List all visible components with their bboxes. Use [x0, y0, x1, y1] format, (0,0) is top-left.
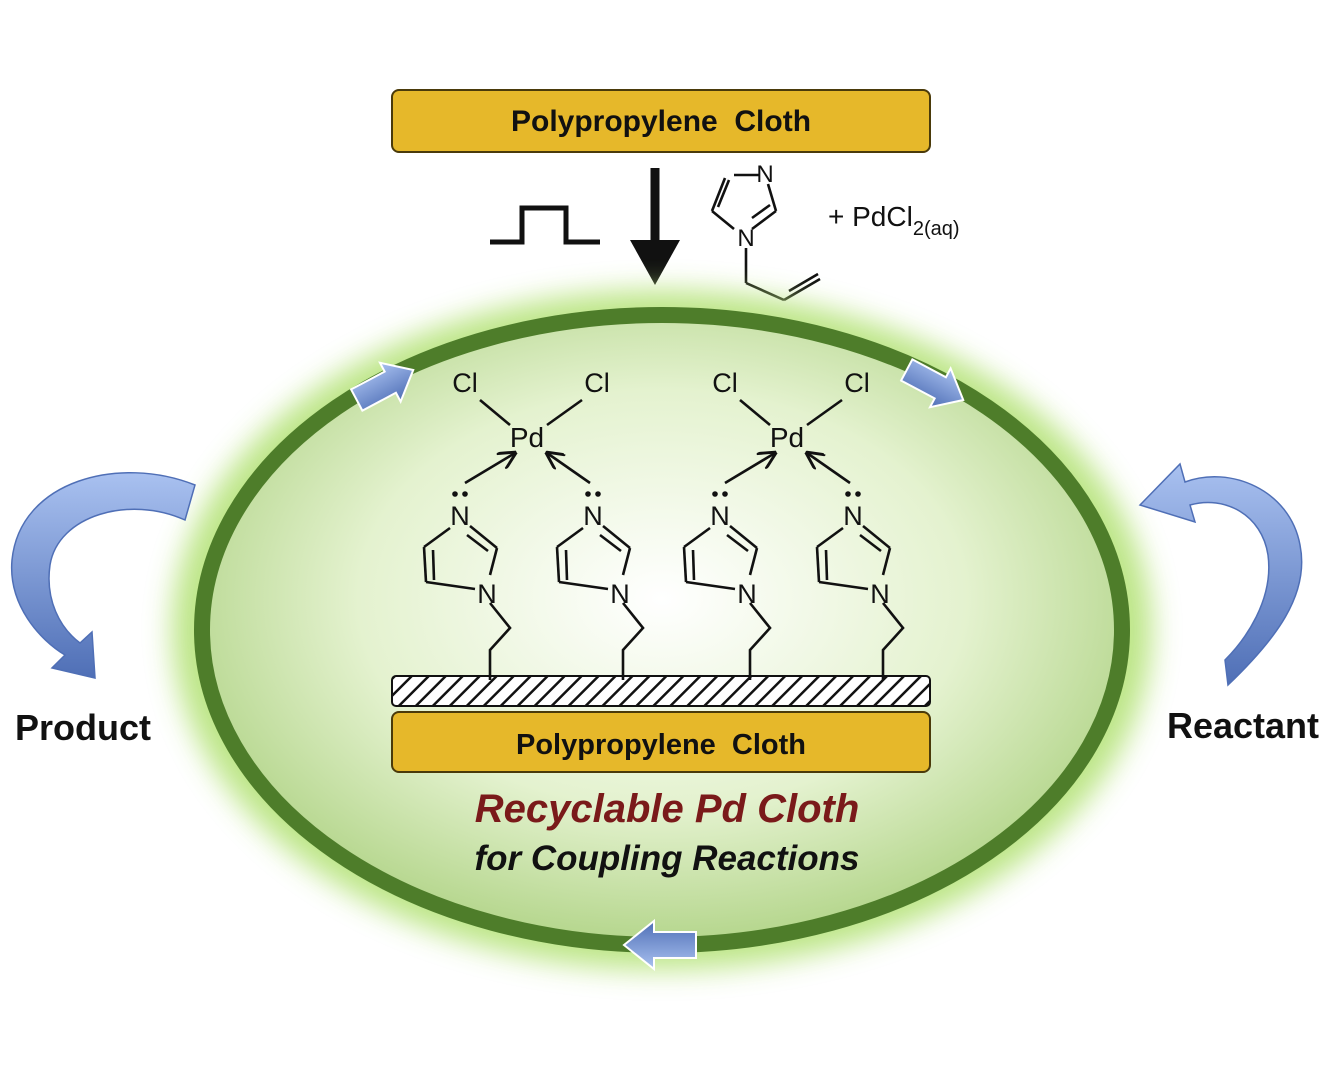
pdcl2-reagent-label: + PdCl2(aq) [828, 201, 960, 240]
imidazole-n3-label: N [583, 501, 603, 531]
ring-arrow-top-left-icon [349, 361, 415, 412]
down-arrow-icon [630, 168, 680, 285]
cloth-surface-hatch [391, 675, 931, 707]
imidazole-n1-label: N [477, 579, 497, 609]
ring-arrow-top-right-icon [899, 358, 965, 409]
imidazole-n3-label: N [710, 501, 730, 531]
catalytic-cycle-ring [172, 290, 1152, 970]
imidazole-n1-label: N [737, 579, 757, 609]
title-line-1: Recyclable Pd Cloth [475, 787, 860, 831]
product-curved-arrow-icon [10, 472, 196, 679]
palladium-label: Pd [510, 422, 544, 453]
product-label: Product [15, 707, 151, 748]
bottom-cloth-box: Polypropylene Cloth [391, 711, 931, 773]
bottom-cloth-label: Polypropylene Cloth [516, 729, 806, 761]
imidazole-ring-left [422, 491, 512, 680]
chloride-label: Cl [844, 368, 870, 398]
reagent-n3-label: N [756, 161, 773, 188]
pd-complex-left [422, 398, 645, 680]
square-pulse-icon [490, 205, 600, 245]
title-line-2: for Coupling Reactions [475, 839, 860, 878]
imidazole-n1-label: N [870, 579, 890, 609]
reactant-curved-arrow-icon [1138, 462, 1303, 687]
chloride-label: Cl [584, 368, 610, 398]
ring-arrow-bottom-icon [622, 918, 697, 972]
imidazole-n3-label: N [843, 501, 863, 531]
palladium-label: Pd [770, 422, 804, 453]
imidazole-n3-label: N [450, 501, 470, 531]
chloride-label: Cl [712, 368, 738, 398]
pd-complex-right [682, 398, 905, 680]
chloride-label: Cl [452, 368, 478, 398]
reactant-label: Reactant [1167, 705, 1319, 746]
allyl-imidazole-structure [710, 173, 821, 302]
top-cloth-box: Polypropylene Cloth [391, 89, 931, 153]
imidazole-ring-right [815, 491, 905, 680]
reagent-n1-label: N [737, 225, 754, 252]
top-cloth-label: Polypropylene Cloth [511, 105, 811, 138]
imidazole-n1-label: N [610, 579, 630, 609]
imidazole-ring-left [682, 491, 772, 680]
imidazole-ring-right [555, 491, 645, 680]
